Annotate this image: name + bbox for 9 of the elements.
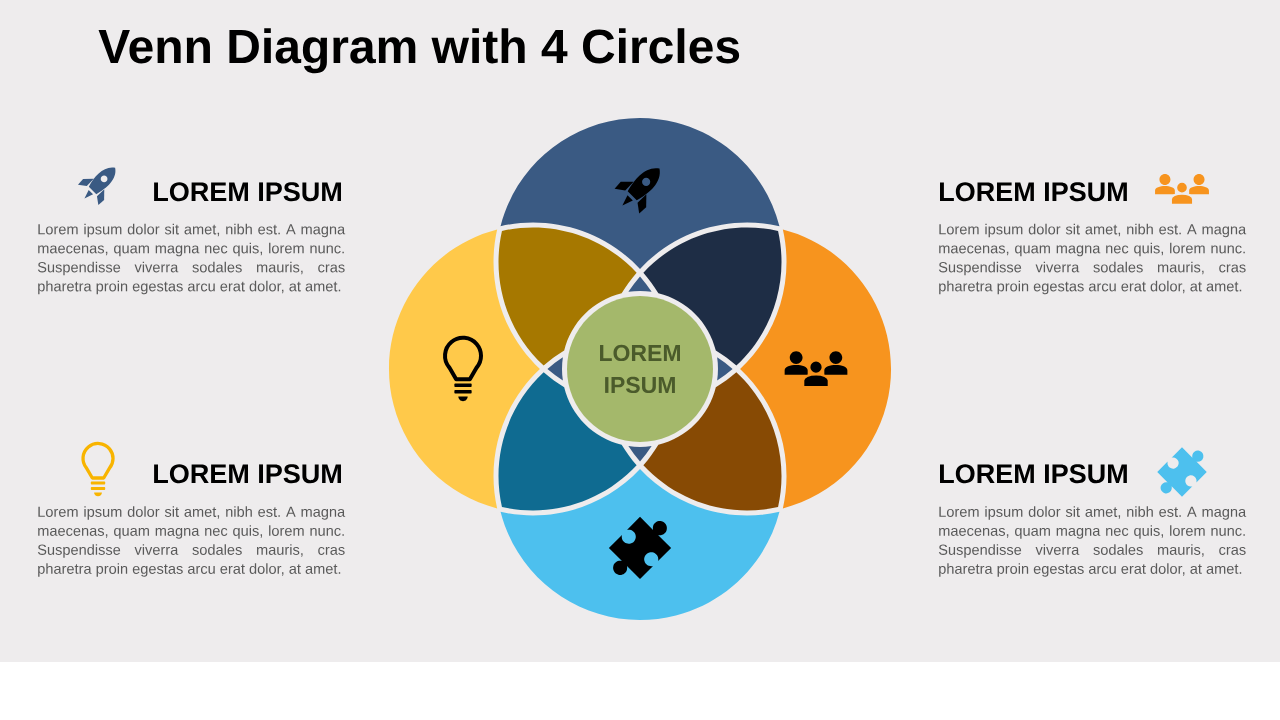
paragraph: Lorem ipsum dolor sit amet, nibh est. A magna maecenas, quam magna nec quis, lorem nunc. Suspendisse viverra sodales mauris, cras pharetra proin egestas arcu erat dolor, at amet. — [938, 506, 1247, 577]
paragraph: Lorem ipsum dolor sit amet, nibh est. A magna maecenas, quam magna nec quis, lorem nunc. Suspendisse viverra sodales mauris, cras pharetra proin egestas arcu erat dolor, at amet. — [37, 223, 346, 295]
heading: LOREM IPSUM — [940, 464, 1127, 484]
heading: LOREM IPSUM — [154, 182, 341, 202]
paragraph: Lorem ipsum dolor sit amet, nibh est. A magna maecenas, quam magna nec quis, lorem nunc. Suspendisse viverra sodales mauris, cras pharetra proin egestas arcu erat dolor, at amet. — [938, 223, 1247, 295]
heading: LOREM IPSUM — [154, 464, 341, 484]
title: Venn Diagram with 4 Circles — [98, 28, 740, 74]
paragraph: Lorem ipsum dolor sit amet, nibh est. A magna maecenas, quam magna nec quis, lorem nunc. Suspendisse viverra sodales mauris, cras pharetra proin egestas arcu erat dolor, at amet. — [37, 506, 346, 577]
heading: LOREM IPSUM — [940, 182, 1127, 202]
